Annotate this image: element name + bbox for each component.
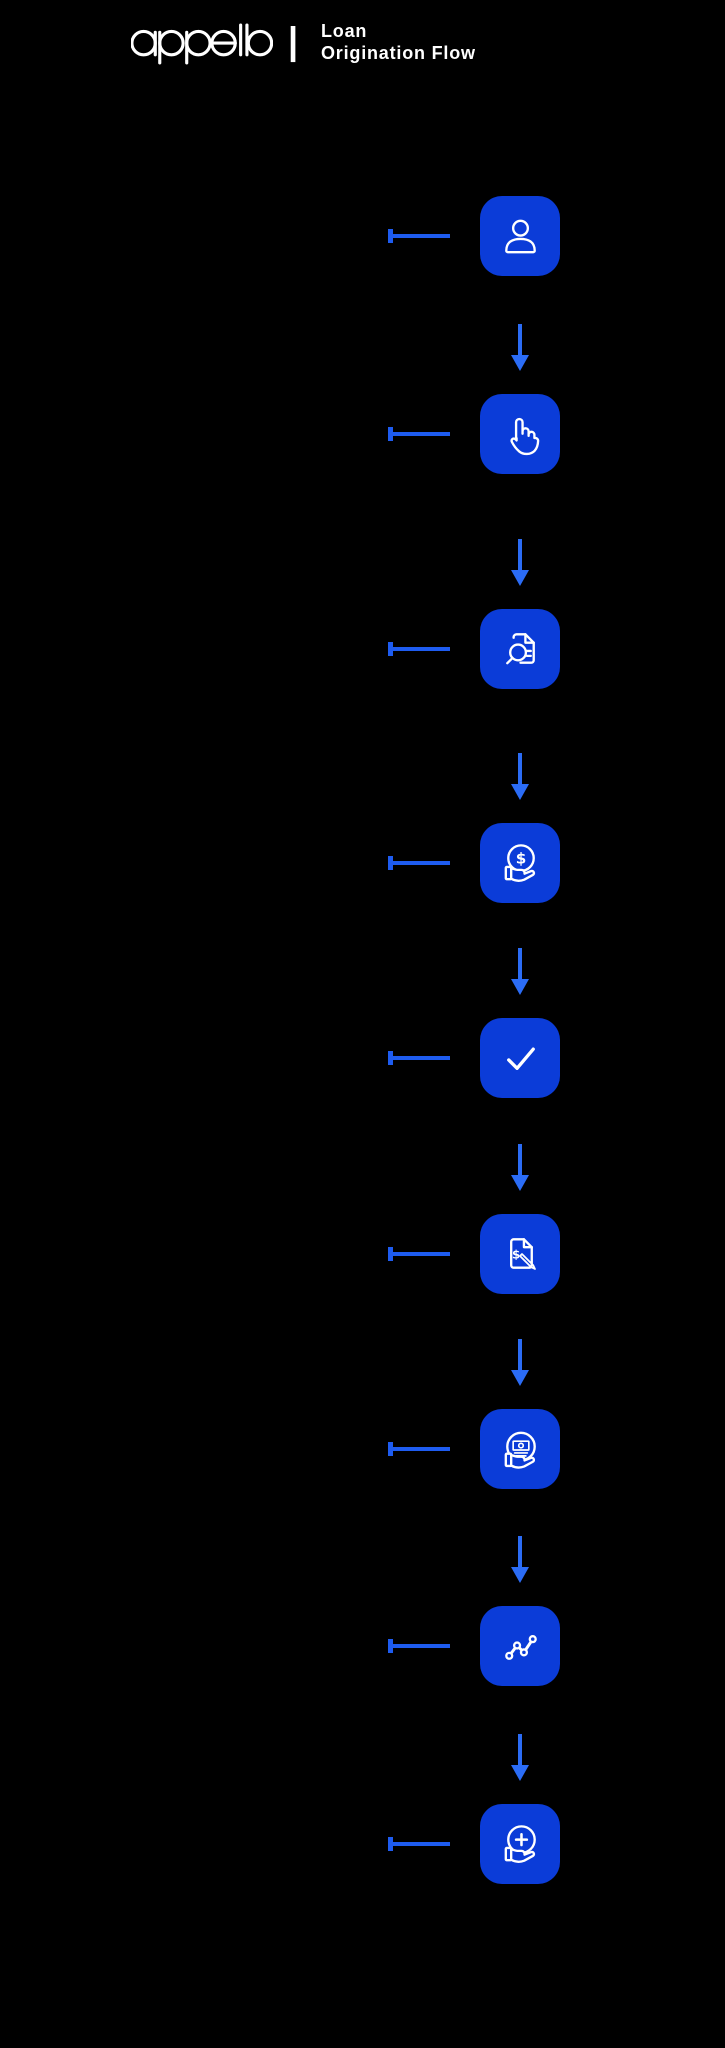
flow-step-tile: [480, 1018, 560, 1098]
down-arrow: [511, 1144, 529, 1191]
connector-line: [388, 427, 450, 441]
flow-step-tile: [480, 394, 560, 474]
flow-step-8: [0, 1606, 725, 1686]
svg-text:$: $: [515, 849, 526, 867]
line-chart-icon: [504, 1634, 537, 1660]
document-search-icon: [505, 632, 535, 664]
appello-logo: [131, 23, 273, 65]
connector-line: [388, 1051, 450, 1065]
cash-in-hand-icon: [504, 1431, 536, 1469]
connector-line: [388, 856, 450, 870]
coin-plus-hand-icon: [504, 1824, 536, 1863]
down-arrow: [511, 1339, 529, 1386]
connector-line: [388, 1837, 450, 1851]
svg-text:$: $: [512, 1247, 520, 1261]
flow-step-7: [0, 1409, 725, 1489]
header: | Loan Origination Flow: [0, 0, 725, 90]
page-title-line-2: Origination Flow: [321, 43, 476, 63]
connector-line: [388, 229, 450, 243]
user-icon: [504, 219, 536, 253]
connector-line: [388, 642, 450, 656]
down-arrow: [511, 948, 529, 995]
flow-step-5: [0, 1018, 725, 1098]
down-arrow: [511, 1734, 529, 1781]
tap-select-icon: [509, 417, 539, 455]
coin-dollar-hand-icon: $: [504, 843, 535, 882]
flow-step-2: [0, 394, 725, 474]
connector-line: [388, 1639, 450, 1653]
flow-step-tile: [480, 1409, 560, 1489]
flow-step-tile: [480, 196, 560, 276]
page-title-line-1: Loan: [321, 21, 368, 41]
flow-step-4: $: [0, 823, 725, 903]
checkmark-icon: [506, 1047, 535, 1070]
logo-separator: |: [288, 18, 299, 62]
flow-step-tile: [480, 609, 560, 689]
down-arrow: [511, 324, 529, 371]
down-arrow: [511, 1536, 529, 1583]
connector-line: [388, 1247, 450, 1261]
flow-step-6: $: [0, 1214, 725, 1294]
flow-step-tile: $: [480, 823, 560, 903]
document-sign-icon: $: [509, 1237, 536, 1270]
down-arrow: [511, 753, 529, 800]
flow-step-tile: [480, 1606, 560, 1686]
flow-step-tile: $: [480, 1214, 560, 1294]
flow-step-3: [0, 609, 725, 689]
page-title: Loan Origination Flow: [321, 20, 476, 64]
flow-step-9: [0, 1804, 725, 1884]
down-arrow: [511, 539, 529, 586]
flow-step-tile: [480, 1804, 560, 1884]
flow-step-1: [0, 196, 725, 276]
connector-line: [388, 1442, 450, 1456]
